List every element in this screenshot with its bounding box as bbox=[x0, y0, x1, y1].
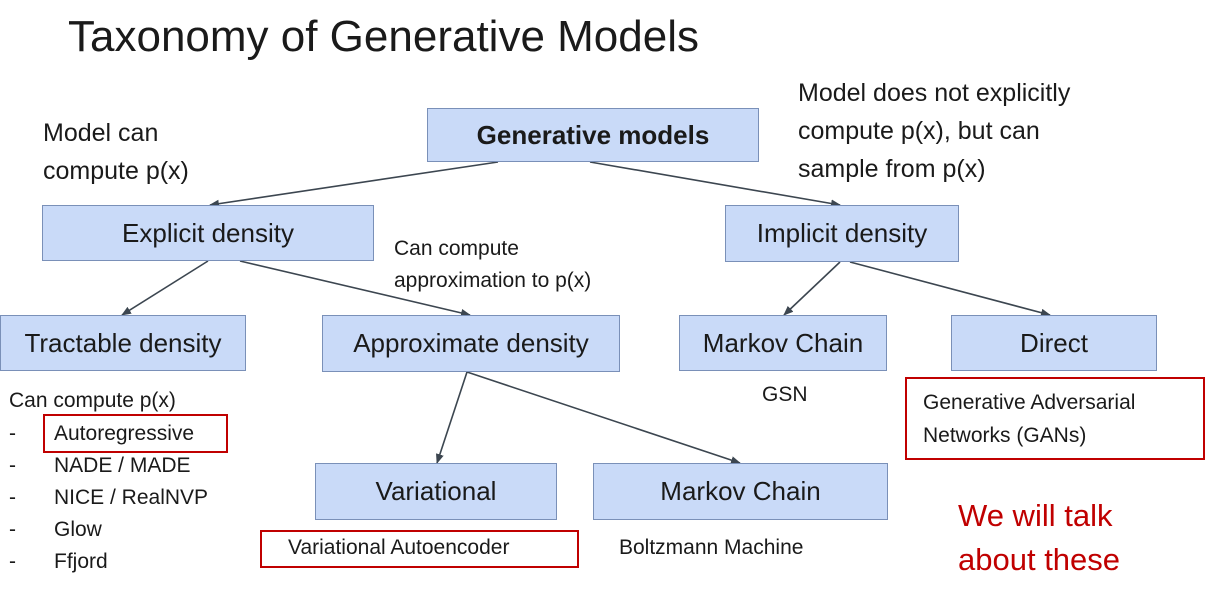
implicit-note: Model does not explicitly compute p(x), … bbox=[798, 79, 1071, 183]
node-tractable-density: Tractable density bbox=[0, 315, 246, 371]
arrow-root-implicit bbox=[589, 161, 841, 208]
arrow-explicit-tractable bbox=[121, 260, 209, 316]
node-implicit-density: Implicit density bbox=[725, 205, 959, 262]
approximate-note: Can compute approximation to p(x) bbox=[394, 237, 592, 292]
vae-highlight bbox=[260, 530, 579, 568]
explicit-note: Model can compute p(x) bbox=[43, 119, 189, 185]
node-approximate-density: Approximate density bbox=[322, 315, 620, 372]
arrow-implicit-markov bbox=[783, 261, 841, 316]
node-markov-chain-approx: Markov Chain bbox=[593, 463, 888, 520]
vae-label: Variational Autoencoder bbox=[288, 536, 510, 559]
talk-callout: We will talk about these bbox=[958, 498, 1121, 577]
arrow-approximate-variational bbox=[436, 371, 468, 464]
gans-highlight bbox=[905, 377, 1205, 460]
autoregressive-highlight bbox=[43, 414, 228, 453]
arrow-implicit-direct bbox=[849, 261, 1051, 317]
node-variational: Variational bbox=[315, 463, 557, 520]
gans-label: Generative Adversarial Networks (GANs) bbox=[923, 391, 1136, 447]
node-explicit-density: Explicit density bbox=[42, 205, 374, 261]
node-direct: Direct bbox=[951, 315, 1157, 371]
page-title: Taxonomy of Generative Models bbox=[68, 12, 699, 61]
arrow-root-explicit bbox=[209, 161, 499, 208]
node-markov-chain-implicit: Markov Chain bbox=[679, 315, 887, 371]
arrow-approximate-markov bbox=[466, 371, 741, 464]
boltzmann-label: Boltzmann Machine bbox=[619, 536, 804, 559]
tractable-list-heading: Can compute p(x) bbox=[9, 389, 176, 412]
arrow-explicit-approximate bbox=[239, 260, 471, 317]
gsn-label: GSN bbox=[762, 383, 808, 406]
node-generative-models: Generative models bbox=[427, 108, 759, 162]
